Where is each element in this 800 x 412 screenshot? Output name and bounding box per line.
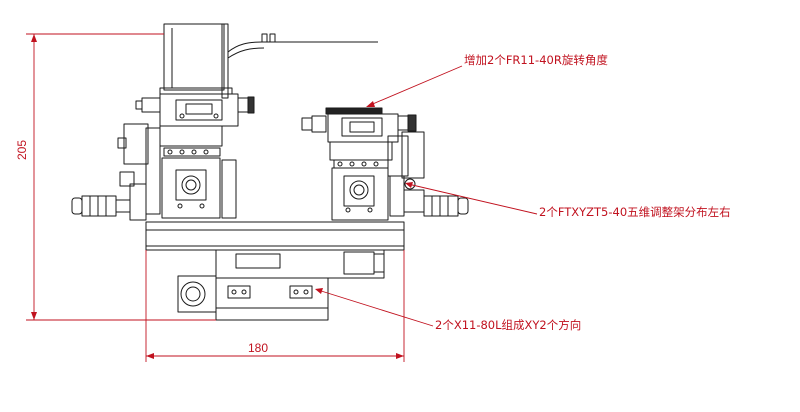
right-five-axis-mount xyxy=(329,131,469,221)
callout-five-axis xyxy=(405,182,538,215)
top-bracket xyxy=(159,23,378,99)
height-dimension xyxy=(26,33,216,321)
xy-translation-stage xyxy=(177,249,385,321)
height-dimension-label: 205 xyxy=(15,140,29,160)
right-rotation-stage xyxy=(301,107,417,143)
callout-xy-stage-label: 2个X11-80L组成XY2个方向 xyxy=(435,318,581,332)
callout-rotation-label: 增加2个FR11-40R旋转角度 xyxy=(464,53,608,67)
left-rotation-stage xyxy=(135,93,255,127)
left-five-axis-mount xyxy=(71,123,237,221)
mechanical-assembly xyxy=(71,23,469,321)
callout-five-axis-label: 2个FTXYZT5-40五维调整架分布左右 xyxy=(539,205,731,219)
base-plate xyxy=(145,221,405,251)
callout-rotation xyxy=(366,65,463,107)
callout-xy-stage xyxy=(315,288,434,327)
width-dimension xyxy=(145,250,405,362)
width-dimension-label: 180 xyxy=(248,341,268,355)
